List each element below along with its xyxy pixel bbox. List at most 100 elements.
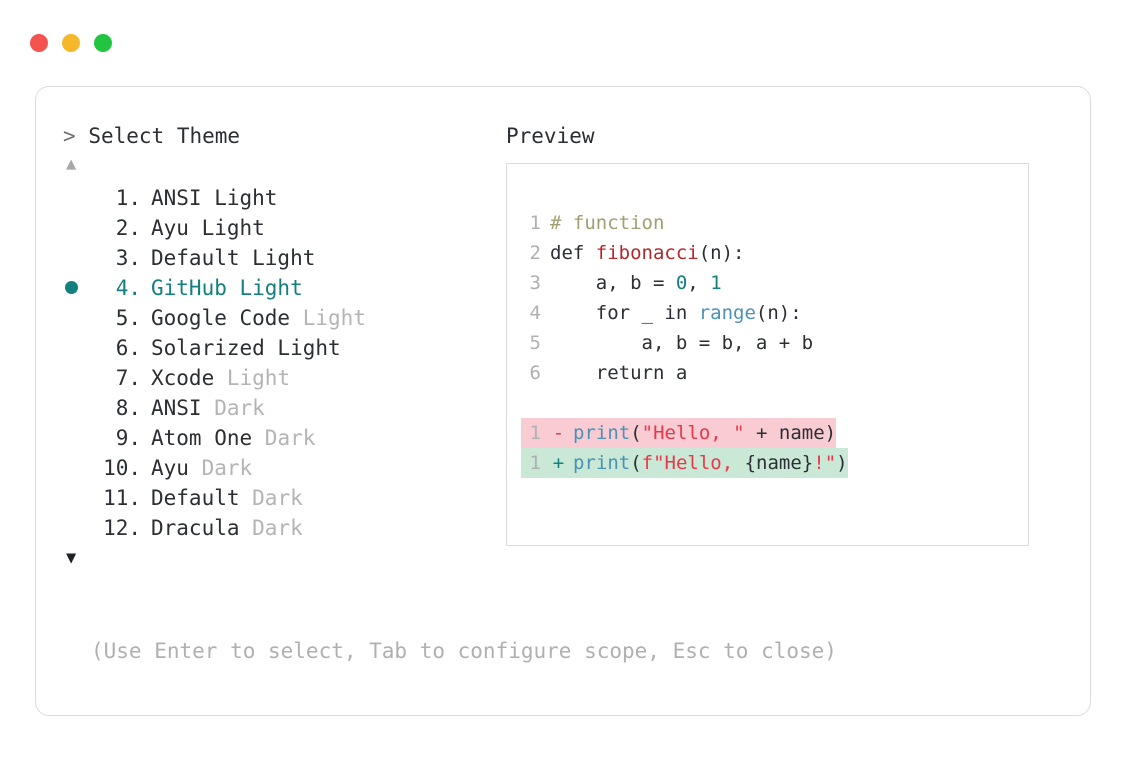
theme-item-name: Default: [151, 486, 240, 510]
code-line: 1# function: [521, 208, 1028, 238]
minimize-window-button[interactable]: [62, 34, 80, 52]
theme-item-name: Default Light: [151, 246, 316, 270]
theme-list-item[interactable]: 7.Xcode Light: [63, 363, 506, 393]
diff-line-text: print(f"Hello, {name}!"): [573, 448, 848, 478]
theme-item-variant: Light: [214, 366, 291, 390]
theme-item-name: ANSI Light: [151, 186, 278, 210]
theme-item-name: Atom One: [151, 426, 253, 450]
theme-item-name: Ayu Light: [151, 216, 265, 240]
theme-list-item[interactable]: 6. Solarized Light: [63, 333, 506, 363]
code-token: def: [550, 242, 596, 264]
code-line: 4 for _ in range(n):: [521, 298, 1028, 328]
diff-line-number: 1: [529, 452, 541, 474]
diff-added-line: 1 + print(f"Hello, {name}!"): [521, 448, 848, 478]
code-token: !": [813, 452, 837, 474]
theme-item-number: 12.: [103, 516, 141, 540]
code-token: {name}: [744, 452, 814, 474]
code-line-number: 2: [529, 242, 541, 264]
code-token: a, b =: [550, 272, 676, 294]
diff-removed-line: 1-print("Hello, " + name): [521, 418, 837, 448]
prompt-header: > Select Theme: [63, 121, 506, 151]
theme-item-number: 10.: [103, 456, 141, 480]
theme-list-item[interactable]: 11.Default Dark: [63, 483, 506, 513]
diff-line-text: print("Hello, " + name): [573, 418, 836, 448]
theme-list: 1.ANSI Light 2. Ayu Light 3. Default Light 4.…: [63, 183, 506, 543]
code-token: return a: [550, 362, 688, 384]
scroll-down-icon[interactable]: ▼: [66, 548, 77, 568]
theme-item-number: 11.: [103, 486, 141, 510]
code-line-text: a, b = b, a + b: [550, 328, 814, 358]
code-line-number: 3: [529, 272, 541, 294]
theme-item-number: 3.: [115, 246, 141, 270]
code-line-text: # function: [550, 208, 664, 238]
theme-list-item[interactable]: 4. GitHub Light: [63, 273, 506, 303]
maximize-window-button[interactable]: [94, 34, 112, 52]
theme-item-name: ANSI: [151, 396, 202, 420]
theme-selector-column: > Select Theme ▲ 1.ANSI Light 2. Ayu Light…: [36, 121, 506, 571]
code-token: 1: [710, 272, 722, 294]
code-token: (: [630, 452, 642, 474]
code-line-number: 5: [529, 332, 541, 354]
selection-dot-icon: [65, 281, 78, 294]
code-token: print: [573, 422, 631, 444]
theme-list-item[interactable]: 10. Ayu Dark: [63, 453, 506, 483]
theme-list-item[interactable]: 2. Ayu Light: [63, 213, 506, 243]
theme-item-variant: Dark: [252, 426, 316, 450]
close-window-button[interactable]: [30, 34, 48, 52]
theme-item-variant: Dark: [239, 516, 303, 540]
theme-selector-card: > Select Theme ▲ 1.ANSI Light 2. Ayu Light…: [35, 86, 1091, 716]
preview-label: Preview: [506, 124, 595, 148]
prompt-caret-icon: >: [63, 124, 76, 148]
code-line: 2 def fibonacci(n):: [521, 238, 1028, 268]
theme-item-name: Ayu: [151, 456, 189, 480]
theme-item-number: 9.: [115, 426, 141, 450]
code-spacer: [521, 388, 1028, 418]
diff-sign: -: [552, 422, 565, 444]
code-line-text: a, b = 0, 1: [550, 268, 722, 298]
theme-item-name: Solarized Light: [151, 336, 341, 360]
keyboard-hint: (Use Enter to select, Tab to configure s…: [91, 639, 837, 663]
theme-item-variant: Light: [290, 306, 366, 330]
code-token: (: [630, 422, 642, 444]
theme-item-number: 6.: [115, 336, 141, 360]
theme-item-number: 2.: [115, 216, 141, 240]
theme-item-name: Google Code: [151, 306, 291, 330]
code-line: 6 return a: [521, 358, 1028, 388]
theme-item-number: 4.: [115, 276, 141, 300]
code-token: (n):: [698, 242, 745, 264]
theme-list-item[interactable]: 5. Google Code Light: [63, 303, 506, 333]
code-token: fibonacci: [595, 242, 699, 264]
theme-list-item[interactable]: 9. Atom One Dark: [63, 423, 506, 453]
theme-item-name: Dracula: [151, 516, 240, 540]
code-token: a, b = b, a + b: [550, 332, 814, 354]
code-token: range: [698, 302, 756, 324]
theme-list-item[interactable]: 1.ANSI Light: [63, 183, 506, 213]
theme-list-item[interactable]: 8.ANSI Dark: [63, 393, 506, 423]
theme-list-item[interactable]: 3. Default Light: [63, 243, 506, 273]
window-titlebar: [0, 0, 1129, 60]
diff-sign: +: [552, 452, 565, 474]
theme-item-name: GitHub Light: [151, 276, 303, 300]
theme-list-item[interactable]: 12. Dracula Dark: [63, 513, 506, 543]
card-columns: > Select Theme ▲ 1.ANSI Light 2. Ayu Light…: [36, 87, 1090, 571]
code-token: for _ in: [550, 302, 699, 324]
theme-item-name: Xcode: [151, 366, 215, 390]
page-title: Select Theme: [88, 124, 241, 148]
code-line: 5 a, b = b, a + b: [521, 328, 1028, 358]
theme-item-variant: Dark: [188, 456, 253, 480]
code-token: 0: [675, 272, 688, 294]
diff-line-number: 1: [529, 422, 541, 444]
theme-item-number: 5.: [115, 306, 141, 330]
code-token: + name): [744, 422, 837, 444]
code-line-number: 6: [529, 362, 541, 384]
theme-item-number: 8.: [115, 396, 141, 420]
code-token: # function: [550, 212, 665, 234]
scroll-up-icon[interactable]: ▲: [66, 154, 77, 174]
code-line: 3 a, b = 0, 1: [521, 268, 1028, 298]
code-line-text: def fibonacci(n):: [550, 238, 744, 268]
code-token: ,: [687, 272, 711, 294]
code-token: f"Hello,: [641, 452, 745, 474]
